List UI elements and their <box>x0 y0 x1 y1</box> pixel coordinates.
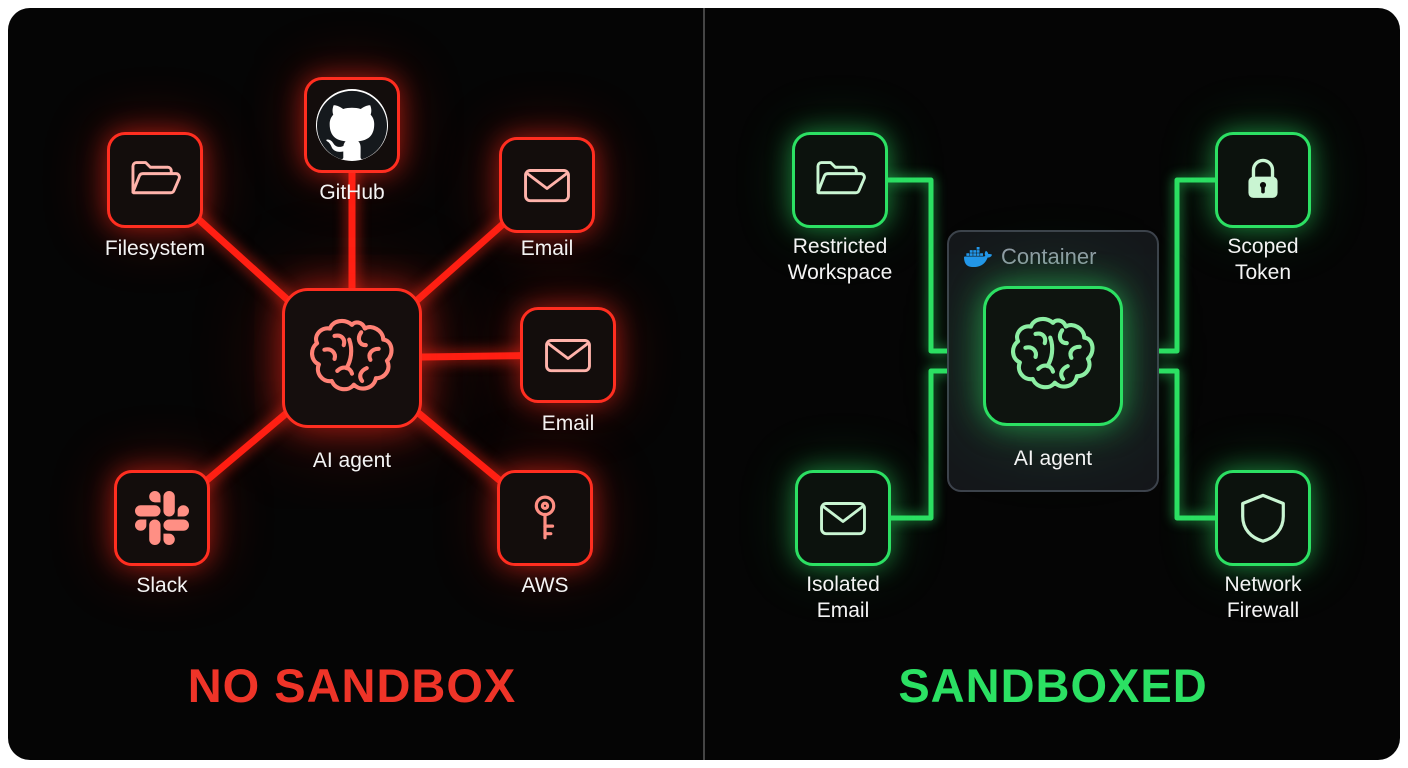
node-aws-label: AWS <box>521 574 569 597</box>
label-line: Token <box>1234 261 1292 284</box>
container-label: Container <box>1001 244 1097 269</box>
node-network-firewall-label: Network Firewall <box>1224 572 1301 624</box>
key-icon <box>516 489 574 547</box>
label-line: Firewall <box>1226 599 1300 622</box>
node-ai-agent-right <box>983 286 1123 426</box>
brain-icon <box>306 312 398 404</box>
folder-icon <box>126 151 184 209</box>
shield-icon <box>1234 489 1292 547</box>
label-line: Network <box>1224 573 1302 596</box>
right-title: SANDBOXED <box>898 659 1208 712</box>
docker-icon <box>964 243 992 271</box>
node-restricted-workspace <box>792 132 888 228</box>
slack-icon <box>135 491 189 545</box>
node-slack <box>114 470 210 566</box>
envelope-icon <box>814 489 872 547</box>
label-line: Email <box>816 599 870 622</box>
node-ai-agent-right-label: AI agent <box>1013 447 1093 470</box>
node-restricted-workspace-label: Restricted Workspace <box>788 234 893 286</box>
folder-icon <box>811 151 869 209</box>
node-ai-agent-left-label: AI agent <box>312 449 392 472</box>
node-network-firewall <box>1215 470 1311 566</box>
node-slack-label: Slack <box>136 574 188 597</box>
container-header: Container <box>964 243 1096 271</box>
node-isolated-email <box>795 470 891 566</box>
node-filesystem-label: Filesystem <box>104 237 206 260</box>
envelope-icon <box>539 326 597 384</box>
node-scoped-token <box>1215 132 1311 228</box>
node-github <box>304 77 400 173</box>
panel-divider <box>703 8 705 760</box>
node-email-right-label: Email <box>541 412 595 435</box>
node-ai-agent-left <box>282 288 422 428</box>
node-github-label: GitHub <box>319 181 385 204</box>
label-line: Scoped <box>1227 235 1299 258</box>
left-title: NO SANDBOX <box>187 659 517 712</box>
label-line: Isolated <box>806 573 880 596</box>
label-line: Restricted <box>792 235 888 258</box>
node-filesystem <box>107 132 203 228</box>
lock-icon <box>1235 152 1291 208</box>
label-line: Workspace <box>787 261 893 284</box>
node-email-top-label: Email <box>520 237 574 260</box>
node-email-right <box>520 307 616 403</box>
node-aws <box>497 470 593 566</box>
github-icon <box>316 89 388 161</box>
envelope-icon <box>518 156 576 214</box>
node-scoped-token-label: Scoped Token <box>1227 234 1298 286</box>
node-isolated-email-label: Isolated Email <box>806 572 880 624</box>
node-email-top <box>499 137 595 233</box>
brain-icon <box>1007 310 1099 402</box>
